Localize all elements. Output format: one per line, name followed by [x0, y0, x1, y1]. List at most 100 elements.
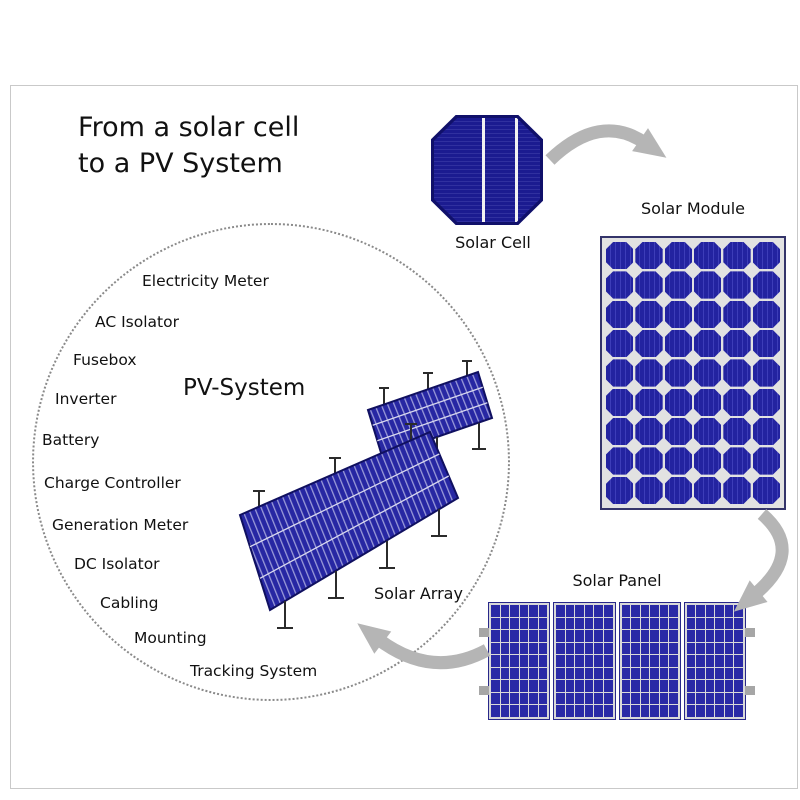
pv-cell — [621, 655, 631, 667]
component-dc-isolator: DC Isolator — [74, 555, 160, 573]
pv-cell — [640, 692, 650, 705]
pv-cell — [734, 680, 743, 692]
pv-cell — [519, 642, 529, 655]
pv-cell — [715, 642, 724, 655]
pv-cell — [519, 705, 529, 717]
pv-cell — [575, 705, 584, 717]
pv-cell — [694, 242, 722, 270]
pv-cell — [584, 692, 594, 705]
pv-cell — [575, 667, 584, 680]
pv-cell — [752, 300, 780, 328]
pv-cell — [621, 605, 631, 617]
pv-cell — [529, 705, 538, 717]
pv-cell — [538, 667, 548, 680]
pv-cell — [664, 447, 692, 475]
pv-cell — [510, 667, 519, 680]
pv-cell — [694, 447, 722, 475]
pv-cell — [631, 617, 640, 630]
pv-cell — [631, 642, 640, 655]
pv-cell — [519, 617, 529, 630]
pv-cell — [529, 617, 538, 630]
pv-cell — [519, 667, 529, 680]
pv-cell — [650, 692, 659, 705]
pv-cell — [565, 667, 575, 680]
pv-cell — [621, 692, 631, 705]
component-inverter: Inverter — [55, 390, 117, 408]
pv-cell — [529, 630, 538, 642]
pv-cell — [594, 605, 603, 617]
pv-cell — [650, 617, 659, 630]
pv-cell — [669, 642, 678, 655]
pv-cell — [556, 680, 565, 692]
solar-module-grid — [606, 242, 780, 504]
pv-cell — [640, 667, 650, 680]
pv-cell — [556, 630, 565, 642]
pv-cell — [510, 655, 519, 667]
pv-cell — [686, 692, 696, 705]
pv-cell — [715, 630, 724, 642]
pv-cell — [705, 705, 715, 717]
pv-cell — [715, 667, 724, 680]
pv-cell — [491, 605, 500, 617]
pv-cell — [664, 418, 692, 446]
pv-cell — [659, 642, 669, 655]
pv-cell — [635, 359, 663, 387]
pv-cell — [734, 605, 743, 617]
solar-panel-module — [618, 602, 681, 720]
pv-cell — [724, 655, 734, 667]
pv-cell — [529, 692, 538, 705]
pv-cell — [584, 605, 594, 617]
pv-cell — [659, 630, 669, 642]
pv-cell — [510, 605, 519, 617]
pv-cell — [575, 692, 584, 705]
pv-cell — [500, 692, 510, 705]
pv-cell — [603, 680, 613, 692]
panel-module-grid — [556, 605, 613, 717]
pv-cell — [640, 680, 650, 692]
pv-cell — [538, 655, 548, 667]
pv-cell — [500, 642, 510, 655]
pv-cell — [734, 705, 743, 717]
pv-cell — [621, 617, 631, 630]
pv-cell — [594, 655, 603, 667]
component-battery: Battery — [42, 431, 100, 449]
pv-cell — [584, 655, 594, 667]
pv-cell — [510, 692, 519, 705]
pv-cell — [500, 605, 510, 617]
pv-cell — [669, 705, 678, 717]
pv-cell — [723, 359, 751, 387]
pv-cell — [696, 630, 705, 642]
pv-cell — [686, 605, 696, 617]
pv-cell — [538, 605, 548, 617]
pv-cell — [724, 667, 734, 680]
panel-module-grid — [686, 605, 743, 717]
pv-cell — [575, 655, 584, 667]
pv-cell — [510, 705, 519, 717]
pv-cell — [621, 680, 631, 692]
pv-cell — [650, 605, 659, 617]
pv-cell — [538, 680, 548, 692]
pv-cell — [696, 617, 705, 630]
pv-cell — [734, 642, 743, 655]
pv-cell — [669, 655, 678, 667]
pv-cell — [603, 617, 613, 630]
pv-cell — [556, 642, 565, 655]
pv-cell — [696, 680, 705, 692]
pv-cell — [631, 680, 640, 692]
pv-cell — [529, 680, 538, 692]
panel-mount-tab — [479, 628, 489, 637]
pv-cell — [584, 680, 594, 692]
panel-mount-tab — [745, 686, 755, 695]
pv-cell — [686, 617, 696, 630]
pv-cell — [723, 476, 751, 504]
pv-cell — [491, 705, 500, 717]
pv-cell — [686, 680, 696, 692]
pv-cell — [565, 605, 575, 617]
pv-cell — [606, 447, 634, 475]
pv-cell — [694, 418, 722, 446]
solar-cell-graphic — [431, 115, 543, 225]
pv-cell — [538, 630, 548, 642]
pv-cell — [752, 271, 780, 299]
pv-cell — [696, 655, 705, 667]
